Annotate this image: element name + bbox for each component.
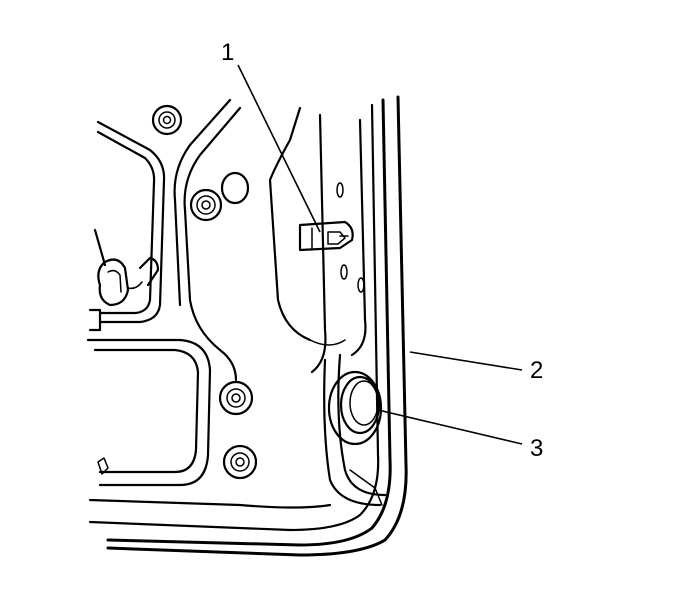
fastener-upper-left [151, 104, 183, 136]
leader-line-1 [237, 64, 321, 233]
door-outer-edge [88, 95, 408, 557]
fastener-lower-2 [222, 444, 258, 480]
fastener-lower-1 [218, 380, 254, 416]
fastener-mid [189, 188, 223, 222]
callout-2: 2 [530, 357, 543, 384]
inner-panel-contours [173, 98, 387, 507]
upper-opening [96, 120, 166, 324]
leader-line-2 [409, 351, 523, 371]
access-hole-plug [220, 171, 250, 205]
lower-opening [86, 338, 212, 487]
leader-line-3 [377, 409, 523, 445]
wiring-connector [88, 228, 160, 332]
callout-1: 1 [221, 39, 234, 66]
retainer-clip [298, 220, 354, 252]
grommet [327, 370, 383, 446]
lower-panel-edge [88, 498, 332, 509]
panel-slots [336, 182, 365, 293]
callout-3: 3 [530, 435, 543, 462]
